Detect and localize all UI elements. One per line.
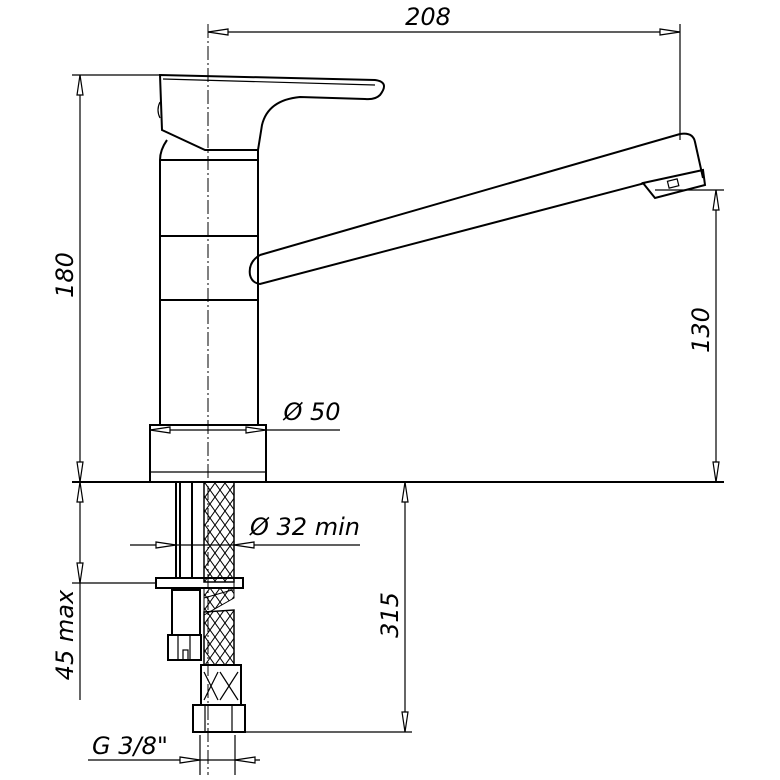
dimension-body-diameter: Ø 50 [149,398,341,434]
dimension-deck-thickness: 45 max [51,481,156,700]
dim-hose-length-label: 315 [376,592,404,638]
dimension-height: 180 [51,74,162,483]
dim-reach-label: 208 [405,3,451,31]
dimension-hose-length: 315 [245,481,412,733]
dimension-spout-height: 130 [655,189,724,483]
dim-deck-thickness-label: 45 max [51,589,79,680]
aerator [641,168,707,200]
under-deck-assembly [155,481,246,733]
dimension-reach: 208 [207,3,681,140]
dim-height-label: 180 [51,252,79,298]
dimension-thread: G 3/8" [88,732,260,775]
lever-handle [158,73,385,151]
dimension-hole-diameter: Ø 32 min [130,513,360,549]
dim-hole-diameter-label: Ø 32 min [249,513,360,541]
dim-body-diameter-label: Ø 50 [282,398,340,426]
spout [248,132,704,286]
dim-thread-label: G 3/8" [92,732,168,760]
dim-spout-height-label: 130 [687,307,715,353]
